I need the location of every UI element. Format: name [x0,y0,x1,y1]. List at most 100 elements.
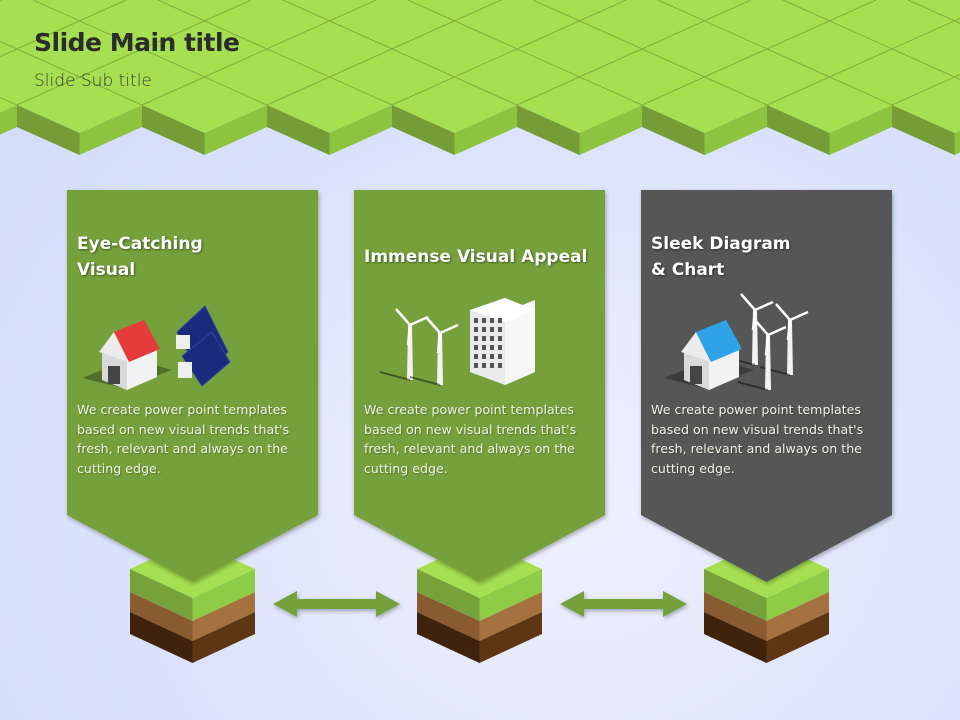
turbine-blade [740,293,756,311]
cube-rock-right [192,612,255,663]
tile-grid-line [766,17,960,106]
house-wind-turbines-icon [664,293,809,391]
turbine-blade [789,310,809,322]
tile-left-face [892,105,955,155]
building-window [498,318,502,323]
tile-left-face [142,105,205,155]
turbine-blade [436,332,442,354]
turbine-blade [786,319,792,341]
turbine-blade [395,308,411,326]
building-window [490,327,494,332]
tile-grid-line [16,0,252,106]
cube-grass-right [479,569,542,621]
turbine-shadow [737,381,769,391]
tile-left-face [17,105,80,155]
tile-grid-line [407,0,643,106]
house-gable [99,332,129,362]
building-window [490,363,494,368]
inverter-box [176,335,190,349]
card-1-body: We create power point templates based on… [77,402,290,476]
building-roof [470,298,535,322]
tile-right-face [329,105,392,155]
building-window [490,336,494,341]
cube-grass-left [130,569,193,621]
building-window [482,318,486,323]
building-window [474,345,478,350]
soil-cube-1 [130,540,255,663]
cube-rock-left [130,612,193,663]
card-1-background [67,190,318,582]
tile-right-face [454,105,517,155]
solar-panel [181,331,231,387]
cube-grass-right [192,569,255,621]
tile-grid-line [0,0,127,58]
card-2-background [354,190,605,582]
building-window [498,354,502,359]
house-door [108,366,120,384]
building-window [474,354,478,359]
turbine-blade [406,324,412,346]
tile-grid-line [157,0,393,106]
tile-right-face [0,105,17,135]
building-window [490,345,494,350]
building-window [482,327,486,332]
building-window [474,363,478,368]
building-window [498,327,502,332]
tile-grid-line [141,0,377,106]
building-window [498,363,502,368]
turbine-blade [409,315,429,327]
building-window [498,336,502,341]
house-solar-panels-icon [82,305,231,390]
house-gable [681,332,711,362]
tile-top-surface [0,0,960,133]
house-roof [696,320,742,362]
card-2-body: We create power point templates based on… [364,402,577,476]
house-door [690,366,702,384]
turbine-shadow [759,366,791,376]
cube-soil-left [704,592,767,641]
turbine-shadow [409,376,441,386]
building-window [482,354,486,359]
building-window [474,336,478,341]
card-2-title: Immense Visual Appeal [364,247,588,267]
turbine-blade [753,318,769,336]
tile-left-face [267,105,330,155]
turbine-blade [767,325,787,337]
double-arrow-icon [273,591,400,617]
slide-main-title: Slide Main title [34,28,240,57]
turbine-blade [425,316,441,334]
cube-grass-right [766,569,829,621]
cube-rock-left [704,612,767,663]
tile-right-face [829,105,892,155]
tile-grid-line [391,0,627,106]
cube-rock-left [417,612,480,663]
building-window [490,318,494,323]
tile-grid-line [907,0,960,24]
turbine-blade [764,334,770,356]
turbine-blade [754,300,774,312]
tile-right-face [954,130,960,155]
tile-grid-line [266,0,502,106]
tile-grid-line [782,0,960,80]
turbine-blade [439,323,459,335]
tile-right-face [579,105,642,155]
card-3-title: Sleek Diagram & Chart [651,234,791,280]
double-arrow-icon [560,591,687,617]
tile-grid-line [282,0,518,106]
tile-grid-line [32,0,268,106]
building-window [498,345,502,350]
wind-turbines-building-icon [379,298,535,386]
tile-left-face [767,105,830,155]
cube-soil-left [130,592,193,641]
tile-grid-line [0,40,143,106]
slide-subtitle: Slide Sub title [34,71,152,91]
tile-grid-line [641,0,877,106]
turbine-shadow [379,371,411,381]
cube-soil-right [479,592,542,641]
house-roof [114,320,160,362]
building-window [490,354,494,359]
tile-right-face [79,105,142,155]
turbine-blade [775,303,791,321]
tile-right-face [204,105,267,155]
